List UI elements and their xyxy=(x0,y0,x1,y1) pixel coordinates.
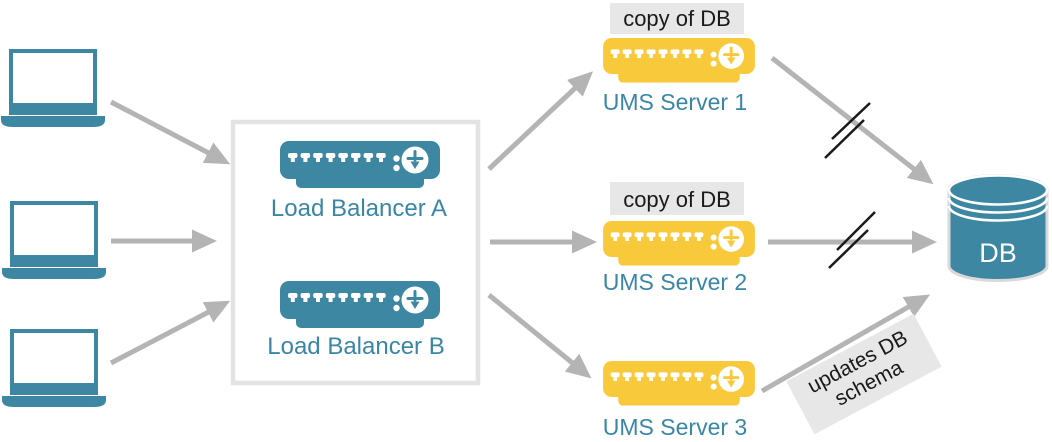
db-label: DB xyxy=(979,238,1017,268)
arrow-ums1-to-db xyxy=(770,56,934,185)
arrow-ums3-to-db xyxy=(760,294,931,394)
double-slash-icon-ums2-db xyxy=(828,211,876,269)
ums-server-3-label: UMS Server 3 xyxy=(603,414,747,440)
load-balancer-b-label: Load Balancer B xyxy=(267,333,444,360)
laptop-icon-client-2 xyxy=(2,201,106,279)
ums-server-3: UMS Server 3 xyxy=(603,361,755,440)
database-cylinder-icon: DB xyxy=(947,174,1049,282)
updates-db-schema-label-bg xyxy=(786,313,942,435)
ums-server-1-label: UMS Server 1 xyxy=(603,89,747,115)
load-balancer-a: Load Balancer A xyxy=(271,141,447,222)
ums-server-2-label: UMS Server 2 xyxy=(603,269,747,295)
load-balancer-b: Load Balancer B xyxy=(267,281,445,360)
arrow-client1-to-loadbalancers xyxy=(109,99,231,165)
double-slash-icon-ums1-db xyxy=(824,102,871,159)
copy-of-db-badge-1-bg xyxy=(610,3,744,34)
copy-of-db-badge-2: copy of DB xyxy=(623,187,731,212)
network-appliance-icon-load-balancer-b xyxy=(280,281,440,328)
network-appliance-icon-ums-server-3 xyxy=(603,361,755,406)
network-appliance-icon-ums-server-2 xyxy=(603,221,755,266)
network-appliance-icon-ums-server-1 xyxy=(603,38,755,83)
laptop-icon-client-1 xyxy=(1,49,105,127)
ums-server-2: copy of DB UMS Server 2 xyxy=(603,182,755,295)
arrow-loadbalancers-to-ums3 xyxy=(487,293,592,379)
network-appliance-icon-load-balancer-a xyxy=(280,141,440,188)
arrow-client3-to-loadbalancers xyxy=(109,300,231,366)
ums-server-1: copy of DB UMS Server 1 xyxy=(603,3,755,115)
laptop-icon-client-3 xyxy=(2,329,106,407)
copy-of-db-badge-2-bg xyxy=(610,182,744,215)
load-balancer-a-label: Load Balancer A xyxy=(271,195,447,222)
arrow-loadbalancers-to-ums1 xyxy=(487,71,594,171)
copy-of-db-badge-1: copy of DB xyxy=(623,6,731,31)
